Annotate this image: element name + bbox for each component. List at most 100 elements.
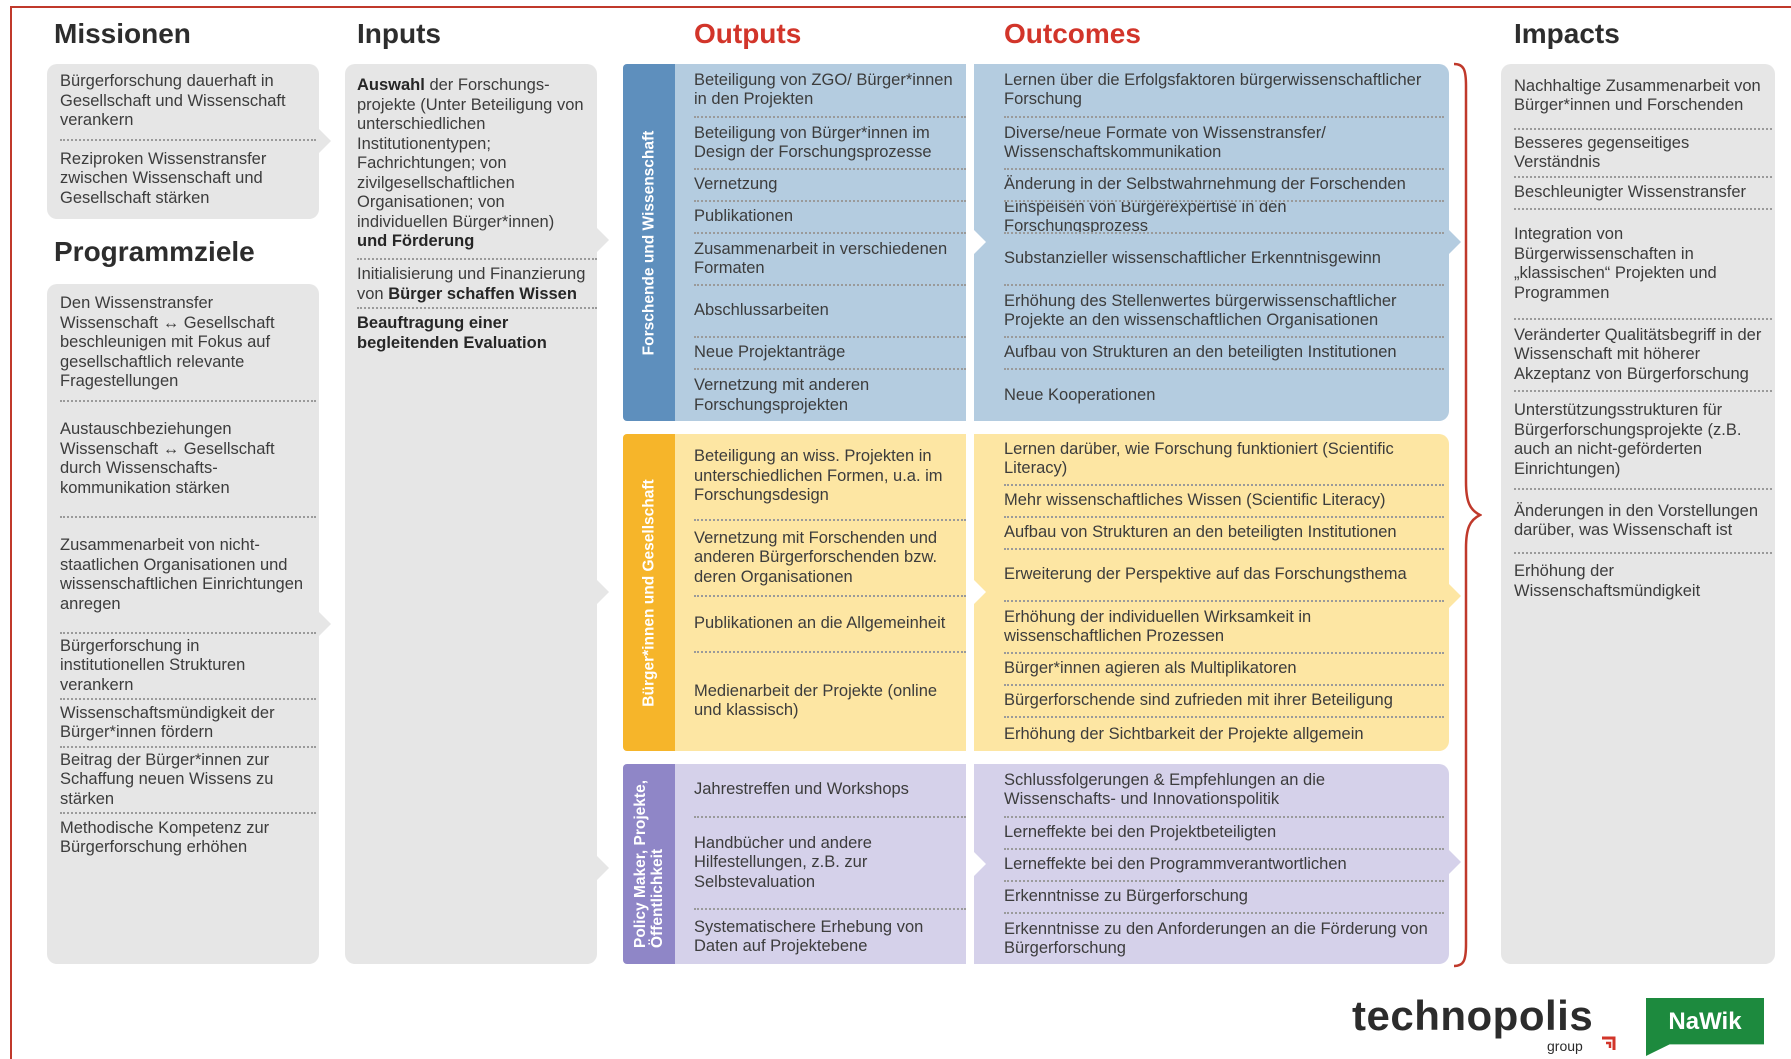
band-forschende: Forschende und Wissenschaft xyxy=(623,64,1449,421)
inputs-item-finanzierung: Initialisierung und Finanzierung von Bür… xyxy=(357,260,597,309)
buerger-output-item: Publikationen an die Allgemeinheit xyxy=(694,597,966,653)
forschende-output-item: Vernetzung mit anderen Forschungsprojekt… xyxy=(694,376,870,414)
band-forschende-gap xyxy=(966,64,974,421)
technopolis-group-text: group xyxy=(1547,1038,1583,1054)
impacts-item: Beschleunigter Wissenstransfer xyxy=(1514,178,1772,210)
band-buerger-gap xyxy=(966,434,974,751)
impacts-item: Änderungen in den Vorstellungen darüber,… xyxy=(1514,490,1772,554)
band-policy-gap xyxy=(966,764,974,964)
inputs-arrow-2 xyxy=(597,580,609,604)
programmziele-item: Den Wissenstransfer Wissenschaft ↔ Gesel… xyxy=(60,286,316,402)
forschende-outcome-item: Einspeisen von Bürgerexpertise in den Fo… xyxy=(1004,202,1444,234)
band-forschende-notch xyxy=(974,230,986,254)
inputs-item-auswahl-bold: Auswahl xyxy=(357,76,425,94)
policy-outcome-item: Schlussfolgerungen & Empfehlungen an die… xyxy=(1004,764,1444,818)
programmziele-item: Zusammenarbeit von nicht-staatlichen Org… xyxy=(60,518,316,634)
programmziele-item: Wissenschaftsmündigkeit der Bürger*innen… xyxy=(60,700,316,748)
missionen-panel xyxy=(47,64,319,219)
band-buerger-strip: Bürger*innen und Gesellschaft xyxy=(623,434,675,751)
forschende-output-item: Neue Projektanträge xyxy=(694,338,966,370)
inputs-item-auswahl: Auswahl der Forschungs-projekte (Unter B… xyxy=(357,70,597,260)
impacts-item: Veränderter Qualitätsbegriff in der Wiss… xyxy=(1514,320,1772,392)
inputs-item-evaluation-bold: Beauftragung einer begleitenden Evaluati… xyxy=(357,314,547,352)
programmziele-item: Bürgerforschung in institutionellen Stru… xyxy=(60,634,316,700)
band-policy-label-line2: Öffentlichkeit xyxy=(649,848,666,949)
buerger-outcome-item: Erweiterung der Perspektive auf das Fors… xyxy=(1004,550,1444,602)
forschende-outcome-item: Substanzieller wissenschaftlicher Erkenn… xyxy=(1004,234,1444,286)
impacts-panel xyxy=(1501,64,1775,964)
forschende-output-item: Beteiligung von Bürger*innen im Design d… xyxy=(694,118,966,170)
technopolis-corner-icon xyxy=(1602,1036,1616,1050)
band-buerger-arrow xyxy=(1449,584,1461,608)
forschende-outputs-list: Beteiligung von ZGO/ Bürger*innen in den… xyxy=(694,64,966,421)
forschende-outcome-item: Aufbau von Strukturen an den beteiligten… xyxy=(1004,338,1444,370)
band-forschende-label: Forschende und Wissenschaft xyxy=(640,130,658,355)
forschende-output-item: Zusammenarbeit in verschiedenen Formaten xyxy=(694,234,966,286)
inputs-list: Auswahl der Forschungs-projekte (Unter B… xyxy=(357,70,597,359)
missionen-list: Bürgerforschung dauerhaft in Gesellschaf… xyxy=(60,64,316,217)
policy-output-item: Systematischere Erhebung von Daten auf P… xyxy=(694,917,924,956)
forschende-output-item: Publikationen xyxy=(694,202,966,234)
band-policy-strip: Policy Maker, Projekte,Öffentlichkeit xyxy=(623,764,675,964)
inputs-arrow-3 xyxy=(597,856,609,880)
forschende-output-item: Beteiligung von ZGO/ Bürger*innen in den… xyxy=(694,64,966,118)
band-policy: Policy Maker, Projekte,Öffentlichkeit xyxy=(623,764,1449,964)
header-programmziele: Programmziele xyxy=(54,236,255,267)
inputs-arrow-1 xyxy=(597,228,609,252)
frame-left-line xyxy=(10,6,12,1059)
missionen-item: Reziproken Wissenstransfer zwischen Wiss… xyxy=(60,149,267,207)
impacts-item: Unterstützungsstrukturen für Bürgerforsc… xyxy=(1514,392,1772,490)
policy-output-item: Handbücher und andere Hilfestellungen, z… xyxy=(694,818,966,910)
forschende-outcome-item: Änderung in der Selbstwahrnehmung der Fo… xyxy=(1004,170,1444,202)
policy-outcome-item: Erkenntnisse zu Bürgerforschung xyxy=(1004,882,1444,914)
technopolis-wordmark: technopolis xyxy=(1352,992,1594,1039)
policy-outcome-item: Lerneffekte bei den Projektbeteiligten xyxy=(1004,818,1444,850)
inputs-item-finanzierung-text: Initialisierung und Finanzierung von xyxy=(357,265,586,303)
buerger-outcome-item: Bürgerforschende sind zufrieden mit ihre… xyxy=(1004,686,1444,718)
header-inputs: Inputs xyxy=(357,18,441,49)
band-buerger-notch xyxy=(974,580,986,604)
policy-output-item: Jahrestreffen und Workshops xyxy=(694,764,966,818)
impacts-item: Integration von Bürgerwissenschaften in … xyxy=(1514,210,1772,320)
forschende-outcome-item: Neue Kooperationen xyxy=(1004,385,1156,404)
band-policy-notch xyxy=(974,852,986,876)
header-outcomes: Outcomes xyxy=(1004,18,1141,49)
band-buerger: Bürger*innen und Gesellschaft xyxy=(623,434,1449,751)
band-policy-arrow xyxy=(1449,850,1461,874)
buerger-outcome-item: Bürger*innen agieren als Multiplikatoren xyxy=(1004,654,1444,686)
buerger-outcome-item: Erhöhung der individuellen Wirksamkeit i… xyxy=(1004,602,1444,654)
programmziele-item: Beitrag der Bürger*innen zur Schaffung n… xyxy=(60,748,316,814)
policy-outcomes-list: Schlussfolgerungen & Empfehlungen an die… xyxy=(1004,764,1444,964)
buerger-outcome-item: Aufbau von Strukturen an den beteiligten… xyxy=(1004,518,1444,550)
policy-outcome-item: Erkenntnisse zu den Anforderungen an die… xyxy=(1004,919,1428,958)
inputs-item-auswahl-bold2: und Förderung xyxy=(357,232,475,250)
impacts-list: Nachhaltige Zusammenarbeit von Bürger*in… xyxy=(1514,64,1772,608)
band-policy-label-line1: Policy Maker, Projekte, xyxy=(632,779,649,949)
technopolis-logo: technopolis group xyxy=(1352,992,1632,1054)
impacts-item: Besseres gegenseitiges Verständnis xyxy=(1514,130,1772,178)
band-forschende-arrow xyxy=(1449,230,1461,254)
buerger-outcome-item: Erhöhung der Sichtbarkeit der Projekte a… xyxy=(1004,724,1364,743)
buerger-outcome-item: Mehr wissenschaftliches Wissen (Scientif… xyxy=(1004,486,1444,518)
buerger-outcomes-list: Lernen darüber, wie Forschung funktionie… xyxy=(1004,434,1444,751)
impacts-item: Erhöhung der Wissenschaftsmündigkeit xyxy=(1514,562,1701,600)
buerger-outputs-list: Beteiligung an wiss. Projekten in unters… xyxy=(694,434,966,749)
inputs-item-finanzierung-bold: Bürger schaffen Wissen xyxy=(388,284,577,303)
buerger-output-item: Beteiligung an wiss. Projekten in unters… xyxy=(694,434,966,521)
policy-outputs-list: Jahrestreffen und Workshops Handbücher u… xyxy=(694,764,966,964)
impacts-item: Nachhaltige Zusammenarbeit von Bürger*in… xyxy=(1514,64,1772,130)
programmziele-arrow xyxy=(319,612,331,636)
forschende-outcomes-list: Lernen über die Erfolgsfaktoren bürgerwi… xyxy=(1004,64,1444,421)
nawik-logo: NaWik xyxy=(1646,998,1764,1056)
buerger-output-item: Medienarbeit der Projekte (online und kl… xyxy=(694,681,938,720)
inputs-item-auswahl-text: der Forschungs-projekte (Unter Beteiligu… xyxy=(357,76,584,231)
band-policy-label: Policy Maker, Projekte,Öffentlichkeit xyxy=(632,780,666,948)
forschende-outcome-item: Erhöhung des Stellenwertes bürgerwissens… xyxy=(1004,286,1444,338)
header-outputs: Outputs xyxy=(694,18,802,49)
buerger-output-item: Vernetzung mit Forschenden und anderen B… xyxy=(694,521,966,597)
impacts-brace xyxy=(1453,62,1482,968)
forschende-outcome-item: Lernen über die Erfolgsfaktoren bürgerwi… xyxy=(1004,64,1444,118)
missionen-item: Bürgerforschung dauerhaft in Gesellschaf… xyxy=(60,64,316,141)
inputs-panel xyxy=(345,64,597,964)
inputs-item-evaluation: Beauftragung einer begleitenden Evaluati… xyxy=(357,309,597,359)
